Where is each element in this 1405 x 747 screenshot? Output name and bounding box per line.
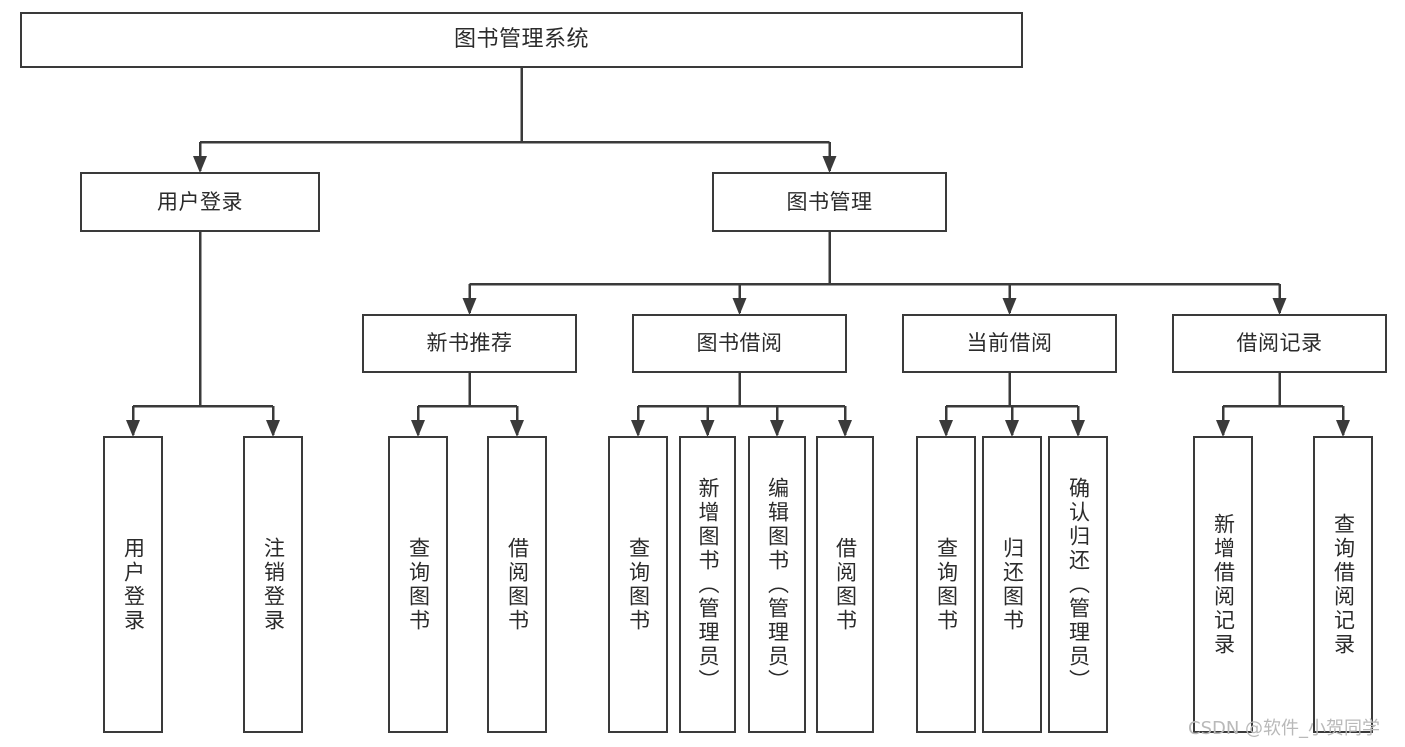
node-user-login[interactable]: 用户登录 — [80, 172, 320, 232]
node-borrow-record[interactable]: 借阅记录 — [1172, 314, 1387, 373]
node-leaf-borrow-1[interactable]: 借阅图书 — [487, 436, 547, 733]
node-leaf-query-1[interactable]: 查询图书 — [388, 436, 448, 733]
node-leaf-add-book[interactable]: 新增图书（管理员） — [679, 436, 736, 733]
node-label: 查询借阅记录 — [1331, 512, 1356, 657]
node-leaf-logout[interactable]: 注销登录 — [243, 436, 303, 733]
node-label: 借阅图书 — [833, 536, 858, 633]
node-leaf-query-rec[interactable]: 查询借阅记录 — [1313, 436, 1373, 733]
node-leaf-return[interactable]: 归还图书 — [982, 436, 1042, 733]
arrow-head-icon — [732, 298, 747, 315]
node-label: 确认归还（管理员） — [1066, 476, 1091, 693]
node-label: 用户登录 — [121, 536, 146, 633]
arrow-head-icon — [1002, 298, 1017, 315]
node-label: 借阅记录 — [1236, 331, 1323, 356]
arrow-head-icon — [193, 156, 207, 173]
arrow-head-icon — [1336, 420, 1350, 437]
node-leaf-confirm[interactable]: 确认归还（管理员） — [1048, 436, 1108, 733]
arrow-head-icon — [1071, 420, 1085, 437]
arrow-head-icon — [510, 420, 524, 437]
arrow-head-icon — [126, 420, 140, 437]
arrow-head-icon — [631, 420, 645, 437]
arrow-head-icon — [822, 156, 837, 173]
node-label: 查询图书 — [934, 536, 959, 633]
node-label: 用户登录 — [157, 189, 243, 214]
arrow-head-icon — [1272, 298, 1287, 315]
node-label: 归还图书 — [1000, 536, 1025, 633]
node-label: 图书管理系统 — [453, 27, 589, 53]
node-label: 新书推荐 — [426, 331, 513, 356]
arrow-head-icon — [1005, 420, 1019, 437]
arrow-head-icon — [462, 298, 477, 315]
node-label: 当前借阅 — [966, 331, 1053, 356]
node-label: 新增借阅记录 — [1211, 512, 1236, 657]
node-new-book-rec[interactable]: 新书推荐 — [362, 314, 577, 373]
node-label: 查询图书 — [626, 536, 651, 633]
arrow-head-icon — [838, 420, 852, 437]
node-label: 图书借阅 — [696, 331, 783, 356]
node-leaf-user-login[interactable]: 用户登录 — [103, 436, 163, 733]
arrow-head-icon — [939, 420, 953, 437]
node-leaf-edit-book[interactable]: 编辑图书（管理员） — [748, 436, 806, 733]
node-book-borrow[interactable]: 图书借阅 — [632, 314, 847, 373]
arrow-head-icon — [266, 420, 280, 437]
node-leaf-query-3[interactable]: 查询图书 — [916, 436, 976, 733]
node-label: 注销登录 — [261, 536, 286, 633]
node-label: 借阅图书 — [505, 536, 530, 633]
arrow-head-icon — [770, 420, 784, 437]
arrow-head-icon — [700, 420, 715, 437]
node-leaf-query-2[interactable]: 查询图书 — [608, 436, 668, 733]
node-label: 编辑图书（管理员） — [765, 476, 790, 693]
node-label: 新增图书（管理员） — [696, 476, 721, 693]
node-label: 图书管理 — [786, 189, 873, 214]
csdn-watermark: CSDN @软件_小贺同学 — [1188, 718, 1381, 739]
node-leaf-add-rec[interactable]: 新增借阅记录 — [1193, 436, 1253, 733]
node-root[interactable]: 图书管理系统 — [20, 12, 1023, 68]
arrow-head-icon — [411, 420, 425, 437]
node-label: 查询图书 — [406, 536, 431, 633]
node-leaf-borrow-2[interactable]: 借阅图书 — [816, 436, 874, 733]
node-book-manage[interactable]: 图书管理 — [712, 172, 947, 232]
node-current-borrow[interactable]: 当前借阅 — [902, 314, 1117, 373]
arrow-head-icon — [1216, 420, 1230, 437]
